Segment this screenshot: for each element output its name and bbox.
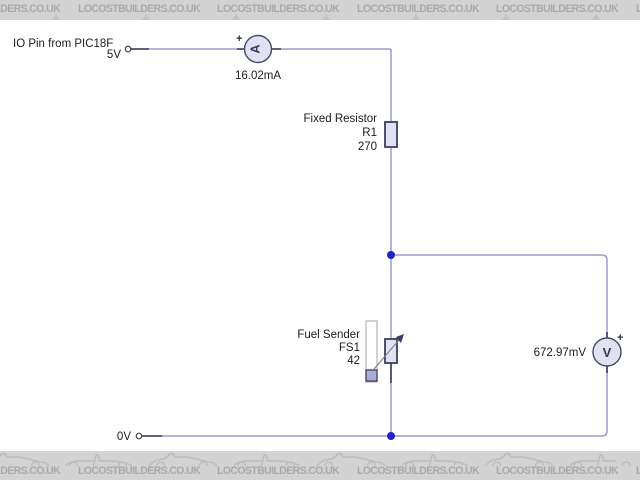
voltmeter-body — [592, 337, 622, 367]
watermark-banner-top: LOCOSTBUILDERS.CO.UK LOCOSTBUILDERS.CO.U… — [0, 0, 640, 20]
voltmeter-reading: 672.97mV — [534, 347, 587, 359]
watermark-text: LOCOSTBUILDERS.CO.UK — [496, 465, 619, 477]
car-silhouette-icon — [569, 454, 631, 467]
car-roof-tip-icon — [232, 14, 240, 20]
wire-voltmeter-branch — [391, 254, 608, 340]
sender-resistor-body — [384, 338, 398, 364]
watermark-text: LOCOSTBUILDERS.CO.UK — [356, 465, 480, 477]
watermark-text: LOCOSTBUILDERS.CO.UK — [217, 465, 340, 477]
junction-dot — [387, 432, 395, 440]
ammeter-symbol: A — [247, 44, 262, 54]
source-voltage: 5V — [107, 49, 121, 61]
voltmeter-plus-mark: + — [617, 332, 623, 344]
car-roof-tip-icon — [502, 14, 510, 20]
sender-arrow-shaft — [373, 339, 400, 370]
resistor-ref: R1 — [362, 127, 377, 139]
resistor-label: Fixed Resistor — [304, 113, 378, 125]
terminal-5v — [124, 45, 132, 53]
ammeter-body — [243, 34, 273, 64]
watermark-text: LOCOSTBUILDERS.CO.UK — [356, 3, 480, 15]
resistor-value: 270 — [358, 141, 377, 153]
watermark-text: LOCOSTBUILDERS.CO.UK — [636, 465, 640, 477]
terminal-0v — [135, 432, 143, 440]
watermark-text: LOCOSTBUILDERS.CO.UK — [636, 3, 640, 15]
car-roof-tip-icon — [412, 14, 420, 20]
voltmeter: V + — [592, 332, 623, 367]
sender-ref: FS1 — [339, 342, 360, 354]
car-roof-tip-icon — [142, 14, 150, 20]
watermark-text-row: LOCOSTBUILDERS.CO.UK LOCOSTBUILDERS.CO.U… — [0, 465, 640, 477]
watermark-banner-bottom: LOCOSTBUILDERS.CO.UK LOCOSTBUILDERS.CO.U… — [0, 451, 640, 480]
watermark-text: LOCOSTBUILDERS.CO.UK — [217, 3, 340, 15]
watermark-text: LOCOSTBUILDERS.CO.UK — [0, 465, 61, 477]
sender-slider-track[interactable] — [365, 320, 378, 383]
watermark-text: LOCOSTBUILDERS.CO.UK — [77, 3, 201, 15]
junction-dot — [387, 251, 395, 259]
sender-slider-handle[interactable] — [365, 369, 378, 382]
car-silhouette-icon — [0, 453, 50, 467]
car-silhouette-icon — [401, 454, 469, 467]
sender-arrow-head — [396, 334, 404, 343]
fuel-sender[interactable] — [365, 320, 404, 383]
watermark-text: LOCOSTBUILDERS.CO.UK — [496, 3, 619, 15]
wire-bottom — [143, 364, 608, 437]
watermark-text-row: LOCOSTBUILDERS.CO.UK LOCOSTBUILDERS.CO.U… — [0, 3, 640, 15]
car-roof-tip-icon — [52, 14, 60, 20]
car-roof-tip-icon — [322, 14, 330, 20]
watermark-text: LOCOSTBUILDERS.CO.UK — [77, 465, 201, 477]
car-roof-tips-row — [0, 14, 640, 20]
sender-value: 42 — [347, 355, 360, 367]
car-silhouette-icon — [65, 454, 133, 467]
car-silhouette-icon — [484, 453, 554, 467]
source-label: IO Pin from PIC18F — [13, 38, 113, 50]
voltmeter-symbol: V — [603, 345, 612, 360]
ammeter-reading: 16.02mA — [235, 70, 281, 82]
sender-label: Fuel Sender — [297, 329, 360, 341]
ammeter: A + — [236, 33, 273, 64]
car-roof-tip-icon — [592, 14, 600, 20]
car-silhouette-icon — [148, 453, 218, 467]
watermark-text: LOCOSTBUILDERS.CO.UK — [0, 3, 61, 15]
resistor-body — [384, 121, 398, 148]
ammeter-plus-mark: + — [236, 33, 242, 45]
car-silhouette-icon — [316, 453, 386, 467]
ground-label: 0V — [117, 431, 131, 443]
car-silhouettes-row — [0, 452, 638, 468]
car-silhouette-icon — [233, 454, 301, 467]
